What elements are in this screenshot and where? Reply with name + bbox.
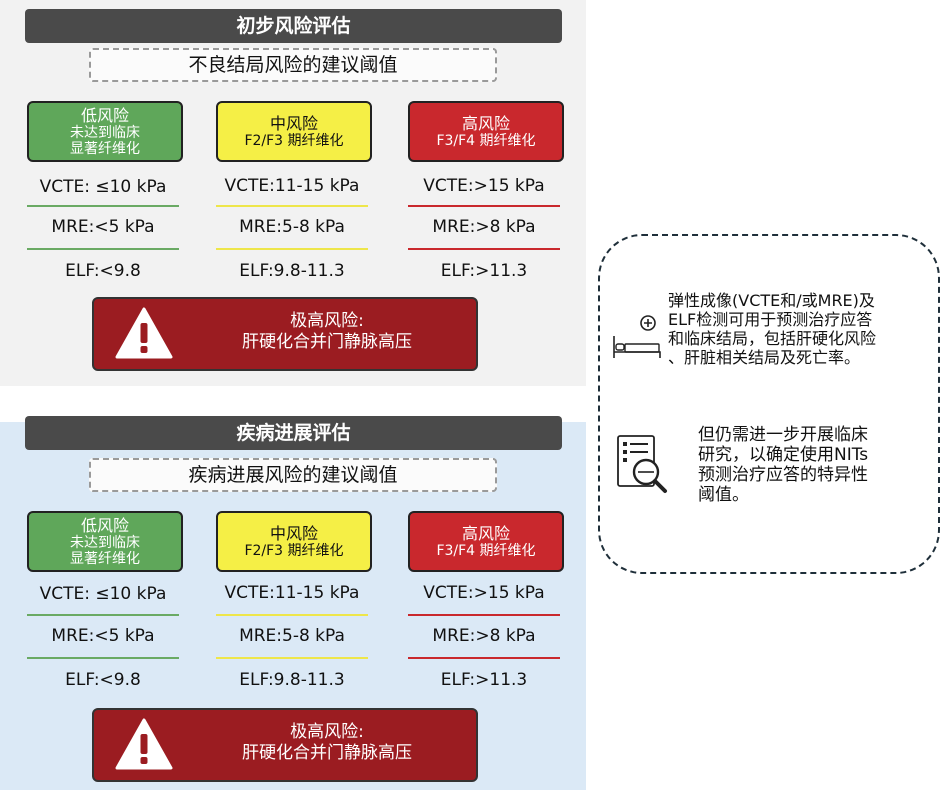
high-risk-box: 高风险 F3/F4 期纤维化: [408, 101, 564, 162]
divider: [216, 205, 368, 207]
high-risk-desc: F3/F4 期纤维化: [436, 132, 536, 149]
low-risk-desc-2: 显著纤维化: [70, 550, 140, 567]
mid-risk-desc: F2/F3 期纤维化: [244, 542, 344, 559]
low-risk-label: 低风险: [80, 515, 129, 535]
mid-risk-desc: F2/F3 期纤维化: [244, 132, 344, 149]
divider: [216, 614, 368, 616]
low-mre: MRE:<5 kPa: [51, 217, 155, 237]
mid-risk-label: 中风险: [269, 523, 318, 543]
divider: [408, 205, 560, 207]
divider: [27, 248, 179, 250]
very-high-risk-alert: 极高风险: 肝硬化合并门静脉高压: [92, 297, 478, 371]
note-1-line: ELF检测可用于预测治疗应答: [668, 310, 873, 329]
high-elf: ELF:>11.3: [440, 670, 528, 690]
low-risk-desc-1: 未达到临床: [70, 124, 140, 141]
note-2-line: 阈值。: [698, 485, 749, 505]
mid-risk-box: 中风险 F2/F3 期纤维化: [216, 101, 372, 162]
mid-elf: ELF:9.8-11.3: [239, 670, 345, 690]
low-risk-desc-2: 显著纤维化: [70, 140, 140, 157]
note-1-line: 和临床结局，包括肝硬化风险: [668, 329, 877, 348]
divider: [408, 614, 560, 616]
mid-risk-label: 中风险: [269, 113, 318, 133]
warning-icon: [115, 718, 173, 770]
divider: [27, 205, 179, 207]
low-mre: MRE:<5 kPa: [51, 626, 155, 646]
high-vcte: VCTE:>15 kPa: [423, 176, 545, 196]
notes-callout: [598, 234, 940, 574]
divider: [216, 248, 368, 250]
high-mre: MRE:>8 kPa: [432, 217, 536, 237]
warning-icon: [115, 307, 173, 359]
note-2-line: 预测治疗应答的特异性: [698, 465, 868, 485]
mid-vcte: VCTE:11-15 kPa: [224, 176, 360, 196]
very-high-risk-alert: 极高风险: 肝硬化合并门静脉高压: [92, 708, 478, 782]
mid-mre: MRE:5-8 kPa: [239, 217, 345, 237]
low-elf: ELF:<9.8: [65, 261, 141, 281]
disease-progression-panel: 疾病进展评估 疾病进展风险的建议阈值 低风险 未达到临床 显著纤维化 中风险 F…: [0, 416, 586, 790]
section-title: 疾病进展评估: [25, 416, 562, 450]
section-title: 初步风险评估: [25, 9, 562, 43]
high-risk-desc: F3/F4 期纤维化: [436, 542, 536, 559]
divider: [216, 657, 368, 659]
high-elf: ELF:>11.3: [440, 261, 528, 281]
note-2-line: 研究，以确定使用NITs: [698, 445, 869, 465]
low-risk-box: 低风险 未达到临床 显著纤维化: [27, 101, 183, 162]
initial-risk-panel: 初步风险评估 不良结局风险的建议阈值 低风险 未达到临床 显著纤维化 中风险 F…: [0, 0, 586, 386]
alert-desc: 肝硬化合并门静脉高压: [242, 332, 412, 352]
hospital-bed-icon: [613, 315, 661, 358]
alert-title: 极高风险:: [290, 311, 364, 331]
high-mre: MRE:>8 kPa: [432, 626, 536, 646]
section-subtitle: 不良结局风险的建议阈值: [89, 48, 497, 82]
divider: [408, 248, 560, 250]
divider: [27, 657, 179, 659]
high-risk-label: 高风险: [461, 113, 510, 133]
mid-risk-box: 中风险 F2/F3 期纤维化: [216, 511, 372, 572]
mid-vcte: VCTE:11-15 kPa: [224, 583, 360, 603]
note-2-text: 但仍需进一步开展临床 研究，以确定使用NITs 预测治疗应答的特异性 阈值。: [698, 425, 930, 505]
mid-elf: ELF:9.8-11.3: [239, 261, 345, 281]
note-1-line: 、肝脏相关结局及死亡率。: [668, 348, 861, 367]
high-vcte: VCTE:>15 kPa: [423, 583, 545, 603]
section-subtitle: 疾病进展风险的建议阈值: [89, 458, 497, 492]
divider: [27, 614, 179, 616]
low-risk-desc-1: 未达到临床: [70, 534, 140, 551]
low-risk-label: 低风险: [80, 105, 129, 125]
high-risk-box: 高风险 F3/F4 期纤维化: [408, 511, 564, 572]
alert-desc: 肝硬化合并门静脉高压: [242, 743, 412, 763]
report-magnifier-icon: [617, 435, 667, 493]
low-elf: ELF:<9.8: [65, 670, 141, 690]
low-vcte: VCTE: ≤10 kPa: [39, 584, 167, 604]
note-2-line: 但仍需进一步开展临床: [698, 425, 868, 445]
low-risk-box: 低风险 未达到临床 显著纤维化: [27, 511, 183, 572]
note-1-line: 弹性成像(VCTE和/或MRE)及: [668, 291, 875, 310]
mid-mre: MRE:5-8 kPa: [239, 626, 345, 646]
alert-title: 极高风险:: [290, 722, 364, 742]
note-1-text: 弹性成像(VCTE和/或MRE)及 ELF检测可用于预测治疗应答 和临床结局，包…: [668, 291, 940, 367]
high-risk-label: 高风险: [461, 523, 510, 543]
divider: [408, 657, 560, 659]
low-vcte: VCTE: ≤10 kPa: [39, 177, 167, 197]
